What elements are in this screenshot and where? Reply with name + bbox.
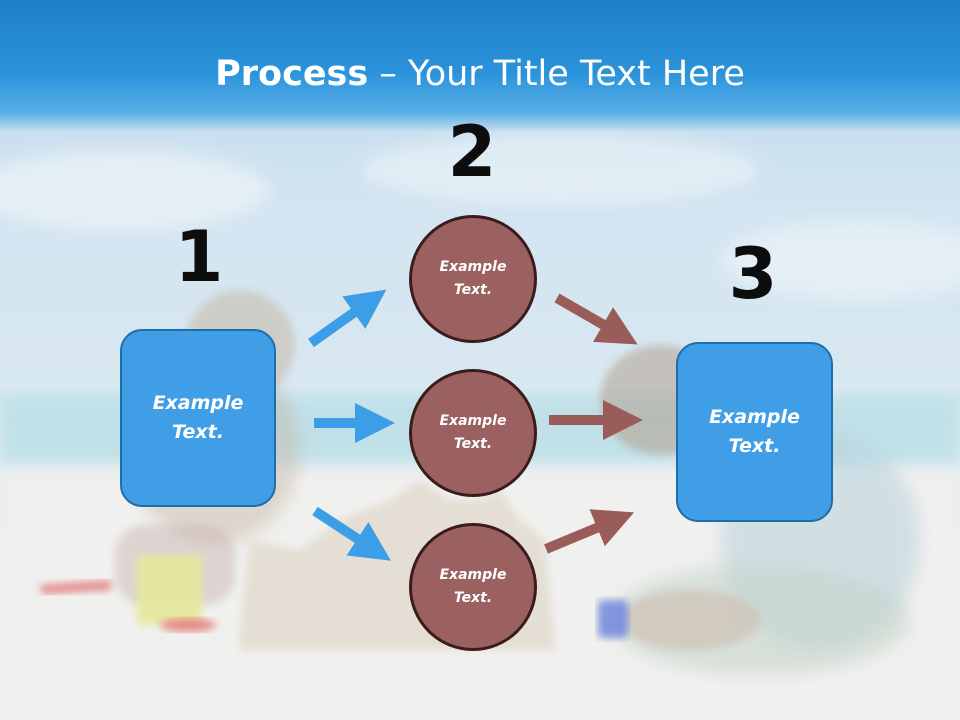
step-2-top-text: Example Text. xyxy=(439,259,507,298)
step-2-circle-middle[interactable]: Example Text. xyxy=(409,369,537,497)
title-bold: Process xyxy=(215,54,369,94)
slide-title: Process – Your Title Text Here xyxy=(0,52,960,96)
arrow-top-to-3 xyxy=(554,293,638,345)
header-bar xyxy=(0,0,960,132)
arrow-1-to-top xyxy=(308,289,387,348)
step-number-2: 2 xyxy=(447,111,497,193)
title-rest: – Your Title Text Here xyxy=(368,54,745,94)
step-2-circle-top[interactable]: Example Text. xyxy=(409,215,537,343)
step-number-1: 1 xyxy=(174,216,224,298)
step-3-box[interactable]: Example Text. xyxy=(676,342,833,522)
step-1-text: Example Text. xyxy=(152,392,244,443)
step-2-middle-text: Example Text. xyxy=(439,413,507,452)
arrow-1-to-bottom xyxy=(312,506,391,561)
step-2-bottom-text: Example Text. xyxy=(439,567,507,606)
step-1-box[interactable]: Example Text. xyxy=(120,329,276,507)
step-3-text: Example Text. xyxy=(709,406,800,457)
step-2-circle-bottom[interactable]: Example Text. xyxy=(409,523,537,651)
arrow-bottom-to-3 xyxy=(544,509,635,554)
step-number-3: 3 xyxy=(728,233,778,315)
